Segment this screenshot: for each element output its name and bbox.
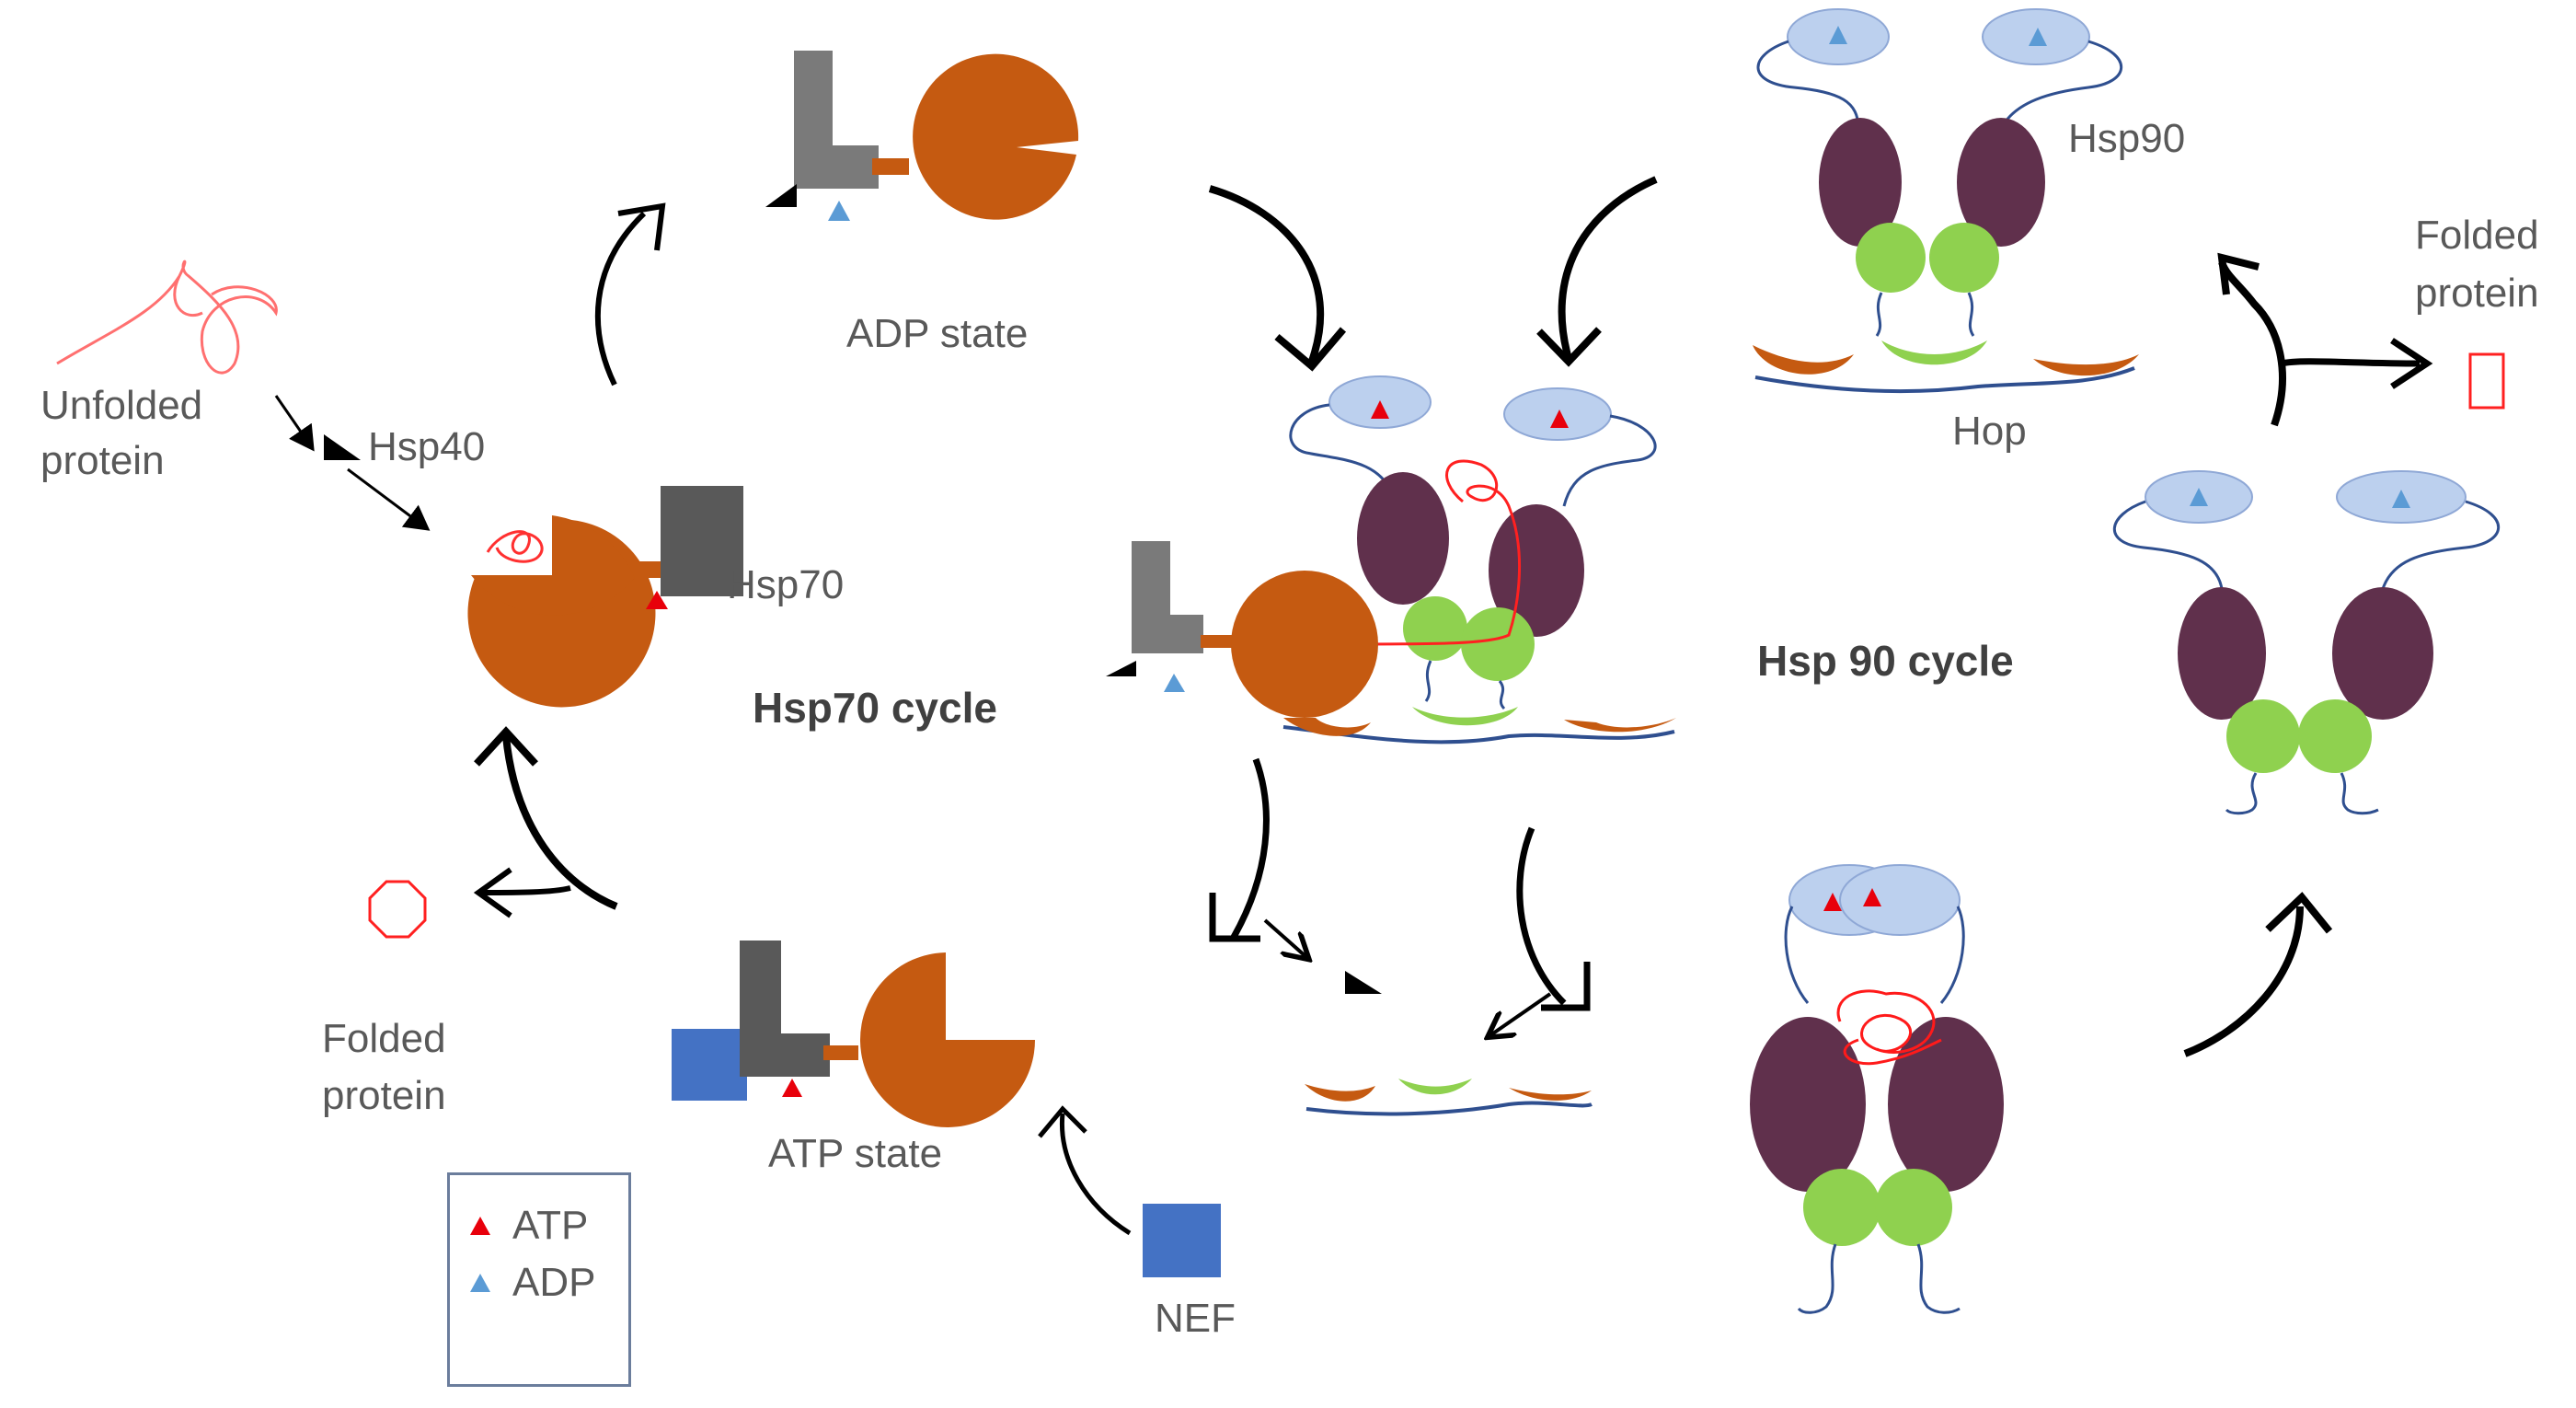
label-atp-state: ATP state [768,1131,943,1176]
hsp70-substrate-bound [467,486,743,708]
label-folded-protein-left-2: protein [322,1073,446,1118]
label-unfolded-protein-1: Unfolded [40,383,203,428]
label-nef: NEF [1155,1296,1236,1341]
atp-triangle-icon [470,1217,490,1235]
folded-protein-rect [2468,352,2505,410]
legend: ATP ADP [447,1172,631,1387]
label-hsp70: Hsp70 [727,562,845,607]
unfolded-protein-squiggle [56,260,278,375]
legend-atp-row: ATP [470,1203,588,1249]
label-unfolded-protein-2: protein [40,438,165,483]
legend-adp-row: ADP [470,1260,595,1306]
released-hop [1305,1079,1593,1116]
label-adp-state: ADP state [846,311,1029,356]
adp-triangle-icon [470,1274,490,1292]
label-folded-protein-right-2: protein [2415,271,2539,316]
hsp40-triangle [324,434,361,460]
nef-square [1143,1204,1221,1277]
hsp70-hsp90-complex [1106,375,1676,744]
label-hsp90-cycle: Hsp 90 cycle [1757,637,2014,685]
label-folded-protein-right-1: Folded [2415,213,2539,258]
hsp90-hop-complex [1753,8,2139,394]
label-hsp70-cycle: Hsp70 cycle [753,684,997,732]
legend-atp-label: ATP [512,1203,589,1248]
hsp90-open-adp [2112,470,2501,815]
label-hop: Hop [1952,409,2027,454]
hsp70-atp-state [672,941,1035,1127]
label-folded-protein-left-1: Folded [322,1016,446,1061]
legend-adp-label: ADP [512,1260,596,1305]
folded-protein-octagon [368,880,427,939]
released-hsp40 [1345,971,1382,994]
hsp70-adp-state [765,51,1079,221]
label-hsp90: Hsp90 [2068,116,2186,161]
hsp90-closed-client [1750,864,2004,1314]
label-hsp40: Hsp40 [368,424,486,469]
